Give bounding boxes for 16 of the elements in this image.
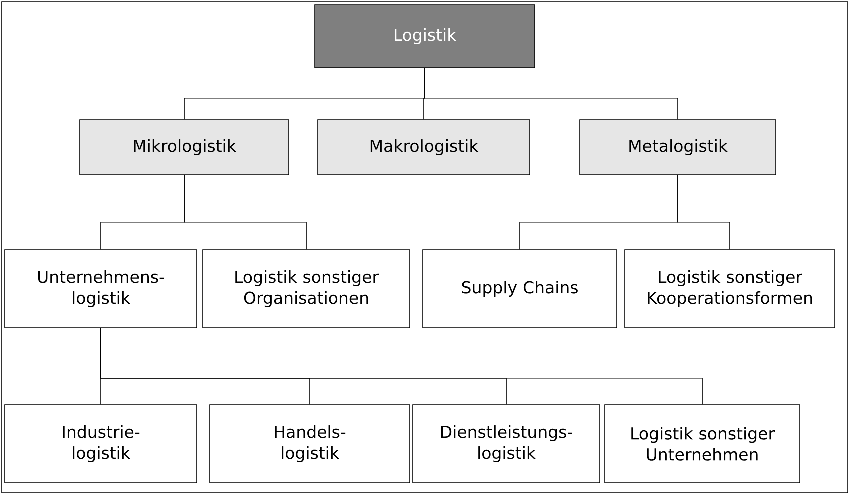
subcategory-box: Supply Chains — [422, 250, 618, 328]
leaf-box: Industrie-logistik — [4, 404, 198, 484]
connector — [424, 68, 678, 120]
subcategory-box: Logistik sonstiger Organisationen — [202, 250, 410, 328]
category-box: Mikrologistik — [80, 120, 290, 176]
leaf-box: Dienstleistungs-logistik — [412, 404, 600, 484]
category-box: Makrologistik — [318, 120, 530, 176]
subcategory-box: Logistik sonstiger Kooperationsformen — [624, 250, 836, 328]
connector — [678, 175, 730, 250]
leaf-box: Handels-logistik — [210, 404, 410, 484]
connector — [184, 175, 307, 250]
subcategory-box: Unternehmens-logistik — [4, 250, 198, 328]
connector — [100, 328, 703, 405]
root-box: Logistik — [314, 4, 536, 68]
category-box: Metalogistik — [580, 120, 776, 176]
leaf-box: Logistik sonstiger Unternehmen — [604, 404, 800, 484]
